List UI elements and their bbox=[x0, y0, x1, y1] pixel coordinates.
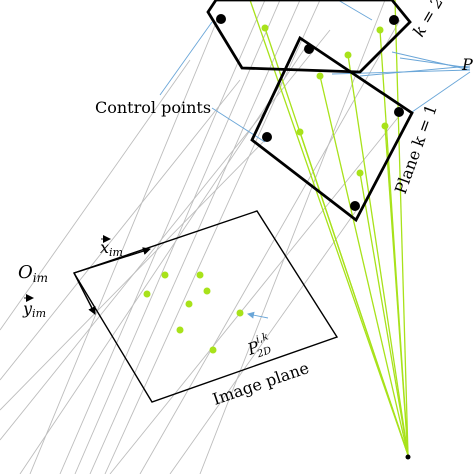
image-plane bbox=[72, 210, 339, 403]
green-projection-rays bbox=[249, 0, 409, 456]
control-points-label: Control points bbox=[95, 98, 211, 117]
origin-subscript: im bbox=[33, 271, 48, 285]
camera-center bbox=[405, 454, 411, 460]
image-point bbox=[236, 309, 244, 317]
plane-point bbox=[376, 26, 384, 34]
control-point bbox=[262, 132, 272, 142]
svg-text:Pi,k2D: Pi,k2D bbox=[244, 331, 275, 363]
x-im-main: x bbox=[100, 238, 109, 257]
y-im-axis bbox=[73, 272, 96, 315]
control-point bbox=[216, 14, 226, 24]
plane-point bbox=[344, 51, 352, 59]
image-point bbox=[176, 326, 184, 334]
plane-point bbox=[296, 128, 304, 136]
plane-k2-label: k = 2 bbox=[409, 0, 447, 40]
p2d-label: Pi,k2D bbox=[244, 331, 275, 363]
y-im-main: y bbox=[22, 299, 33, 318]
image-point bbox=[203, 287, 211, 295]
plane-point bbox=[316, 72, 324, 80]
image-point bbox=[209, 346, 217, 354]
edge-p-label: P bbox=[461, 55, 473, 74]
plane-point bbox=[356, 169, 364, 177]
image-point bbox=[196, 271, 204, 279]
origin-label: Oim bbox=[18, 262, 48, 285]
p2d-subscript: 2D bbox=[255, 345, 273, 360]
control-point bbox=[304, 44, 314, 54]
image-point bbox=[143, 290, 151, 298]
x-im-axis bbox=[73, 247, 151, 274]
p2d-superscript: i,k bbox=[255, 331, 270, 345]
y-im-subscript: im bbox=[32, 307, 46, 320]
x-im-label: xim bbox=[100, 238, 123, 259]
y-im-label: yim bbox=[22, 299, 46, 320]
grey-projection-rays bbox=[0, 0, 401, 474]
plane-point bbox=[381, 122, 389, 130]
image-2d-points bbox=[143, 271, 244, 354]
image-point bbox=[161, 271, 169, 279]
image-plane-label: Image plane bbox=[210, 358, 311, 409]
x-im-subscript: im bbox=[109, 246, 123, 259]
control-point bbox=[389, 15, 399, 25]
plane-point bbox=[261, 24, 269, 32]
control-point bbox=[350, 201, 360, 211]
plane-3d-points bbox=[261, 24, 389, 177]
origin-main: O bbox=[18, 262, 33, 283]
control-points bbox=[216, 14, 404, 211]
plane-k2 bbox=[206, 0, 412, 74]
image-point bbox=[185, 300, 193, 308]
control-point bbox=[394, 107, 404, 117]
plane-k1 bbox=[250, 35, 414, 223]
